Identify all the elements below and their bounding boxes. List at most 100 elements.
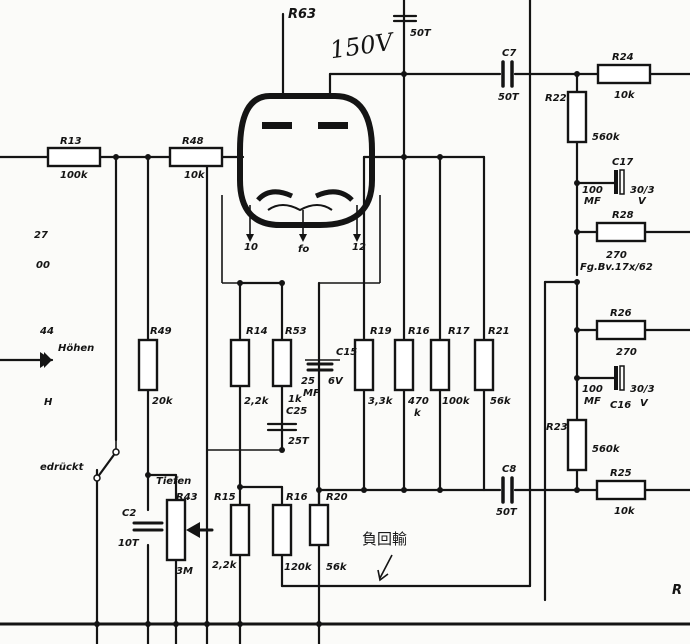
label-r48: R48: [182, 136, 204, 147]
resistor-r15: [229, 503, 251, 557]
label-r49-val: 20k: [152, 396, 174, 407]
label-c16-a: 100: [582, 384, 603, 395]
label-left-44: 44: [39, 326, 54, 337]
label-r24: R24: [612, 52, 634, 63]
label-r16b-val: 120k: [284, 562, 313, 573]
labels: R63 150V 50T R13 100k R48 10k 27 00 44 H…: [34, 7, 682, 598]
label-c16-d: V: [640, 398, 649, 409]
label-left-h: H: [44, 397, 53, 408]
cap-c16-body-b: [619, 365, 625, 391]
label-c15-v3: 6V: [328, 376, 344, 387]
misc-symbols: [40, 352, 393, 582]
label-r16a-val1: 470: [407, 396, 429, 407]
label-r23-val: 560k: [592, 444, 621, 455]
resistor-r20: [308, 503, 330, 547]
label-r16b: R16: [286, 492, 308, 503]
label-pin-12: 12: [352, 242, 366, 253]
resistor-r24: [596, 63, 652, 85]
label-r63: R63: [288, 7, 316, 22]
resistor-r13: [46, 146, 102, 168]
label-r21: R21: [488, 326, 510, 337]
resistor-r43: [165, 498, 187, 562]
label-r48-val: 10k: [184, 170, 206, 181]
label-r53: R53: [285, 326, 307, 337]
junction-dots: [94, 71, 580, 627]
resistor-r49: [137, 338, 159, 392]
label-c25: C25: [286, 406, 307, 417]
label-c15: C15: [336, 347, 357, 358]
label-c16: C16: [610, 400, 631, 411]
label-c17-c: 30/3: [630, 185, 655, 196]
label-r28: R28: [612, 210, 634, 221]
cap-c16-body: [614, 366, 618, 390]
label-r22: R22: [545, 93, 567, 104]
label-left-27: 27: [34, 230, 48, 241]
label-r25-val: 10k: [614, 506, 636, 517]
label-c25-val: 25T: [288, 436, 310, 447]
label-c7: C7: [502, 48, 516, 59]
label-c8-val: 50T: [496, 507, 518, 518]
vacuum-tube: [237, 93, 375, 242]
label-r13-val: 100k: [60, 170, 89, 181]
label-r14: R14: [246, 326, 268, 337]
resistor-r22: [566, 90, 588, 144]
label-r21-val: 56k: [490, 396, 512, 407]
resistor-r53: [271, 338, 293, 388]
label-c2-val: 10T: [118, 538, 140, 549]
label-pin-10: 10: [244, 242, 258, 253]
label-c15-v2: MF: [303, 388, 320, 399]
cap-c17-body-b: [619, 169, 625, 195]
label-r17: R17: [448, 326, 470, 337]
label-r15: R15: [214, 492, 236, 503]
label-c17-b: MF: [584, 196, 601, 207]
label-r19-val: 3,3k: [368, 396, 394, 407]
label-c17-d: V: [638, 196, 647, 207]
label-r14-val: 2,2k: [244, 396, 270, 407]
label-r20-val: 56k: [326, 562, 348, 573]
label-r17-val: 100k: [442, 396, 471, 407]
resistor-r21: [473, 338, 495, 392]
resistor-r26: [595, 319, 647, 341]
resistor-r19: [353, 338, 375, 392]
label-r25: R25: [610, 468, 632, 479]
label-cap-top: 50T: [410, 28, 432, 39]
label-r24-val: 10k: [614, 90, 636, 101]
label-r26: R26: [610, 308, 632, 319]
label-right-r: R: [672, 583, 682, 598]
label-r15-val: 2,2k: [212, 560, 238, 571]
label-r16a-val2: k: [414, 408, 422, 419]
label-c16-c: 30/3: [630, 384, 655, 395]
label-voltage: 150V: [328, 27, 397, 64]
cap-c17-body: [614, 170, 618, 194]
label-left-00: 00: [36, 260, 50, 271]
label-c15-v1: 25: [301, 376, 315, 387]
resistor-r17: [429, 338, 451, 392]
label-r53-val: 1k: [288, 394, 303, 405]
label-c17-a: 100: [582, 185, 603, 196]
resistor-r16b: [271, 503, 293, 557]
label-pin-fo: fo: [298, 244, 309, 255]
label-r43: R43: [176, 492, 198, 503]
label-r16a: R16: [408, 326, 430, 337]
label-c8: C8: [502, 464, 516, 475]
label-r19: R19: [370, 326, 392, 337]
label-r22-val: 560k: [592, 132, 621, 143]
label-r13: R13: [60, 136, 82, 147]
resistor-r14: [229, 338, 251, 388]
resistor-r16a: [393, 338, 415, 392]
label-r26-val: 270: [616, 347, 637, 358]
label-r43-val: 3M: [176, 566, 193, 577]
label-c16-b: MF: [584, 396, 601, 407]
label-gedrueckt: edrückt: [40, 462, 85, 473]
resistor-r28: [595, 221, 647, 243]
label-r20: R20: [326, 492, 348, 503]
label-feedback: 負回輸: [362, 530, 407, 548]
resistor-r23: [566, 418, 588, 472]
label-c17: C17: [612, 157, 633, 168]
resistors: [46, 63, 652, 562]
resistor-r25: [595, 479, 647, 501]
capacitors: [132, 60, 625, 532]
label-r23: R23: [546, 422, 568, 433]
